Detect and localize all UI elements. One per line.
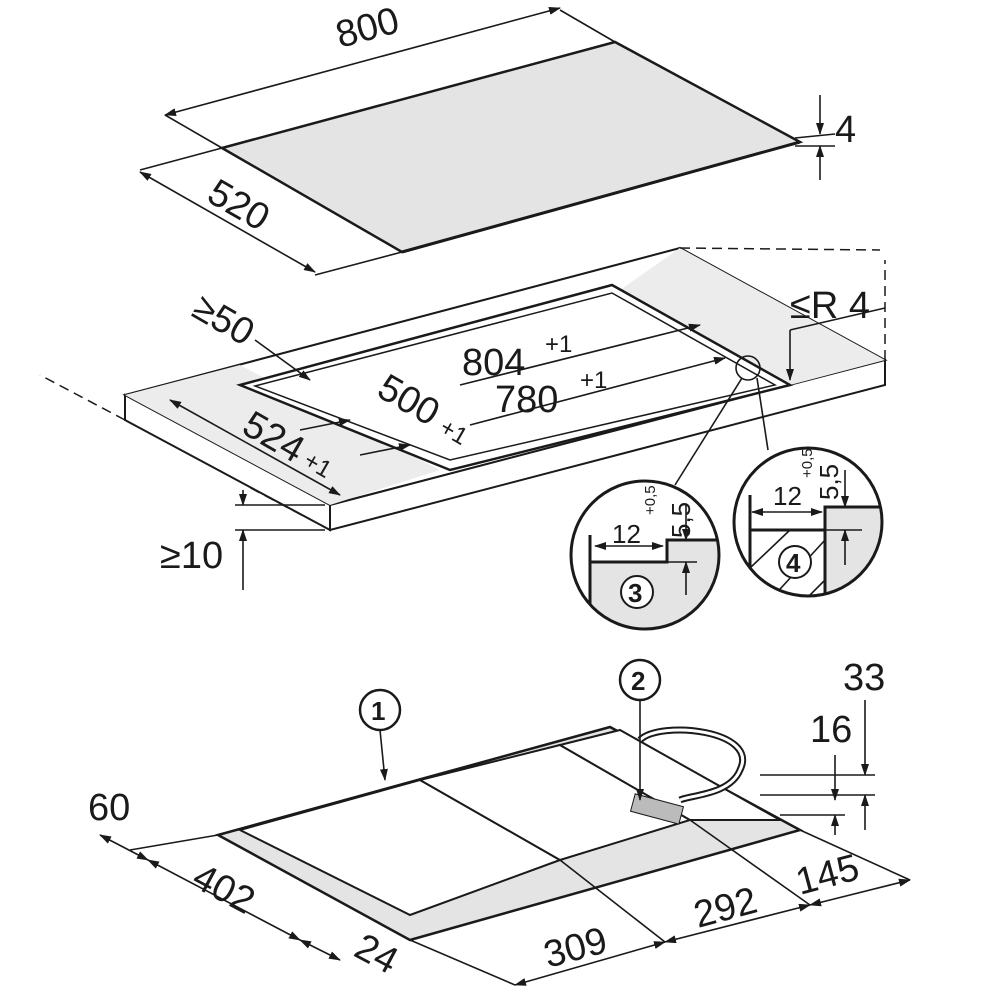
width-145-label: 145 <box>791 847 863 904</box>
width-309-label: 309 <box>539 920 611 977</box>
detail-4: 12 5,5 +0,5 4 <box>732 446 884 598</box>
depth-label: 520 <box>201 171 277 239</box>
width-24-label: 24 <box>348 926 405 983</box>
worktop-cutout: ≥50 804 +1 780 +1 500 +1 524 +1 ≤R 4 ≥10 <box>39 246 888 590</box>
depth-dimension-line <box>139 171 316 273</box>
width-dimension-line <box>164 7 561 116</box>
detail-4-callout: 4 <box>786 548 801 578</box>
detail-3: 12 5,5 +0,5 3 <box>569 479 721 631</box>
callout-1: 1 <box>371 696 385 726</box>
glass-top-panel: 800 520 4 <box>139 0 856 276</box>
detail-3-depth-label: 5,5 <box>666 502 696 538</box>
detail-4-tolerance: +0,5 <box>799 448 816 478</box>
edge-distance-label: ≥50 <box>186 286 262 354</box>
detail-4-width-label: 12 <box>773 481 802 511</box>
width-label: 800 <box>331 0 403 57</box>
thickness-label: 4 <box>835 109 856 151</box>
width-292-label: 292 <box>689 880 761 937</box>
detail-3-tolerance: +0,5 <box>642 485 659 515</box>
outer-length-tolerance: +1 <box>545 331 572 358</box>
inner-length-label: 780 <box>495 379 558 421</box>
outer-length-label: 804 <box>462 342 525 384</box>
height-16-label: 16 <box>810 709 852 751</box>
detail-3-callout: 3 <box>628 578 642 608</box>
worktop-thickness-label: ≥10 <box>160 535 223 577</box>
detail-3-width-label: 12 <box>612 519 641 549</box>
callout-2: 2 <box>631 666 645 696</box>
depth-60-label: 60 <box>88 787 130 829</box>
detail-4-depth-label: 5,5 <box>814 464 844 500</box>
width-402-label: 402 <box>186 856 262 923</box>
hob-underside-unit: 1 2 33 16 60 402 24 309 292 145 <box>88 657 911 986</box>
height-33-label: 33 <box>843 657 885 699</box>
